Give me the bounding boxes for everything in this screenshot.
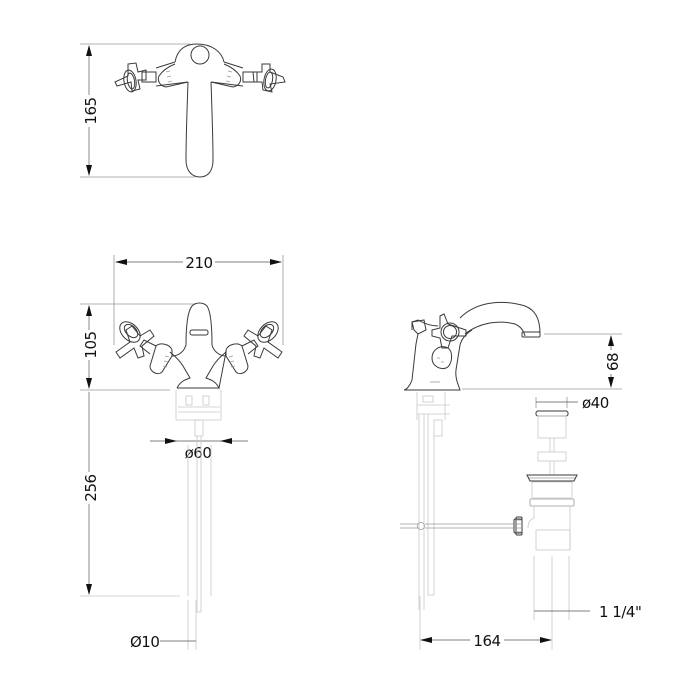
top-right-stem (242, 71, 258, 83)
side-handle-cap (440, 322, 460, 342)
dim-thread-1-1-4: 1 1/4" (599, 603, 641, 621)
top-left-cross-handle (114, 62, 147, 92)
side-cross-handle (431, 313, 467, 349)
top-view: 165 (80, 43, 286, 178)
dim-depth-164: 164 (473, 632, 500, 650)
arrow-left-icon (115, 259, 127, 265)
arrow-up-icon (86, 45, 92, 56)
side-back-handle (411, 319, 427, 335)
top-left-handle-cap (123, 69, 137, 93)
side-waste: ø40 1 1/4" (515, 394, 642, 650)
side-aerator (521, 331, 541, 338)
front-aerator (189, 329, 209, 336)
dim-length-256: 256 (82, 474, 100, 501)
front-left-valve-body (149, 343, 173, 375)
side-valve-body (431, 346, 453, 369)
top-spout-circle (190, 45, 210, 65)
top-left-stem (141, 71, 157, 83)
top-spout (185, 81, 214, 178)
front-left-cross-handle (115, 325, 155, 359)
front-right-cross-handle (243, 325, 283, 359)
dim-diameter-10: Ø10 (130, 633, 159, 651)
top-dome (174, 43, 225, 63)
side-view: 68 ø (400, 301, 642, 650)
waste-flange (526, 474, 578, 482)
top-right-nut (210, 63, 242, 88)
arrow-right-icon (270, 259, 282, 265)
dim-diameter-40: ø40 (582, 394, 609, 412)
front-right-valve-body (225, 343, 249, 375)
waste-plug-cap (535, 410, 569, 417)
side-body (403, 319, 473, 391)
front-base (169, 350, 227, 390)
front-left-stem (139, 339, 157, 355)
top-left-nut (157, 63, 189, 88)
arrow-down-icon (86, 165, 92, 176)
front-left-handle-cap (119, 321, 141, 343)
front-hoses (187, 436, 212, 650)
dim-height-68: 68 (604, 353, 622, 371)
front-right-stem (241, 339, 259, 355)
front-under-fittings (175, 390, 222, 437)
front-view: 210 105 256 (80, 252, 284, 651)
front-right-handle-cap (257, 321, 279, 343)
dim-height-105: 105 (82, 331, 100, 358)
dim-diameter-60: ø60 (185, 444, 212, 462)
side-under-fittings (416, 392, 450, 610)
front-spout (185, 302, 213, 346)
side-spout-bottom (464, 321, 526, 337)
side-popup-rod (400, 518, 523, 534)
dim-height-165: 165 (82, 97, 100, 124)
dim-width-210: 210 (185, 254, 212, 272)
top-right-handle-cap (263, 68, 277, 92)
side-spout-top (459, 301, 541, 335)
